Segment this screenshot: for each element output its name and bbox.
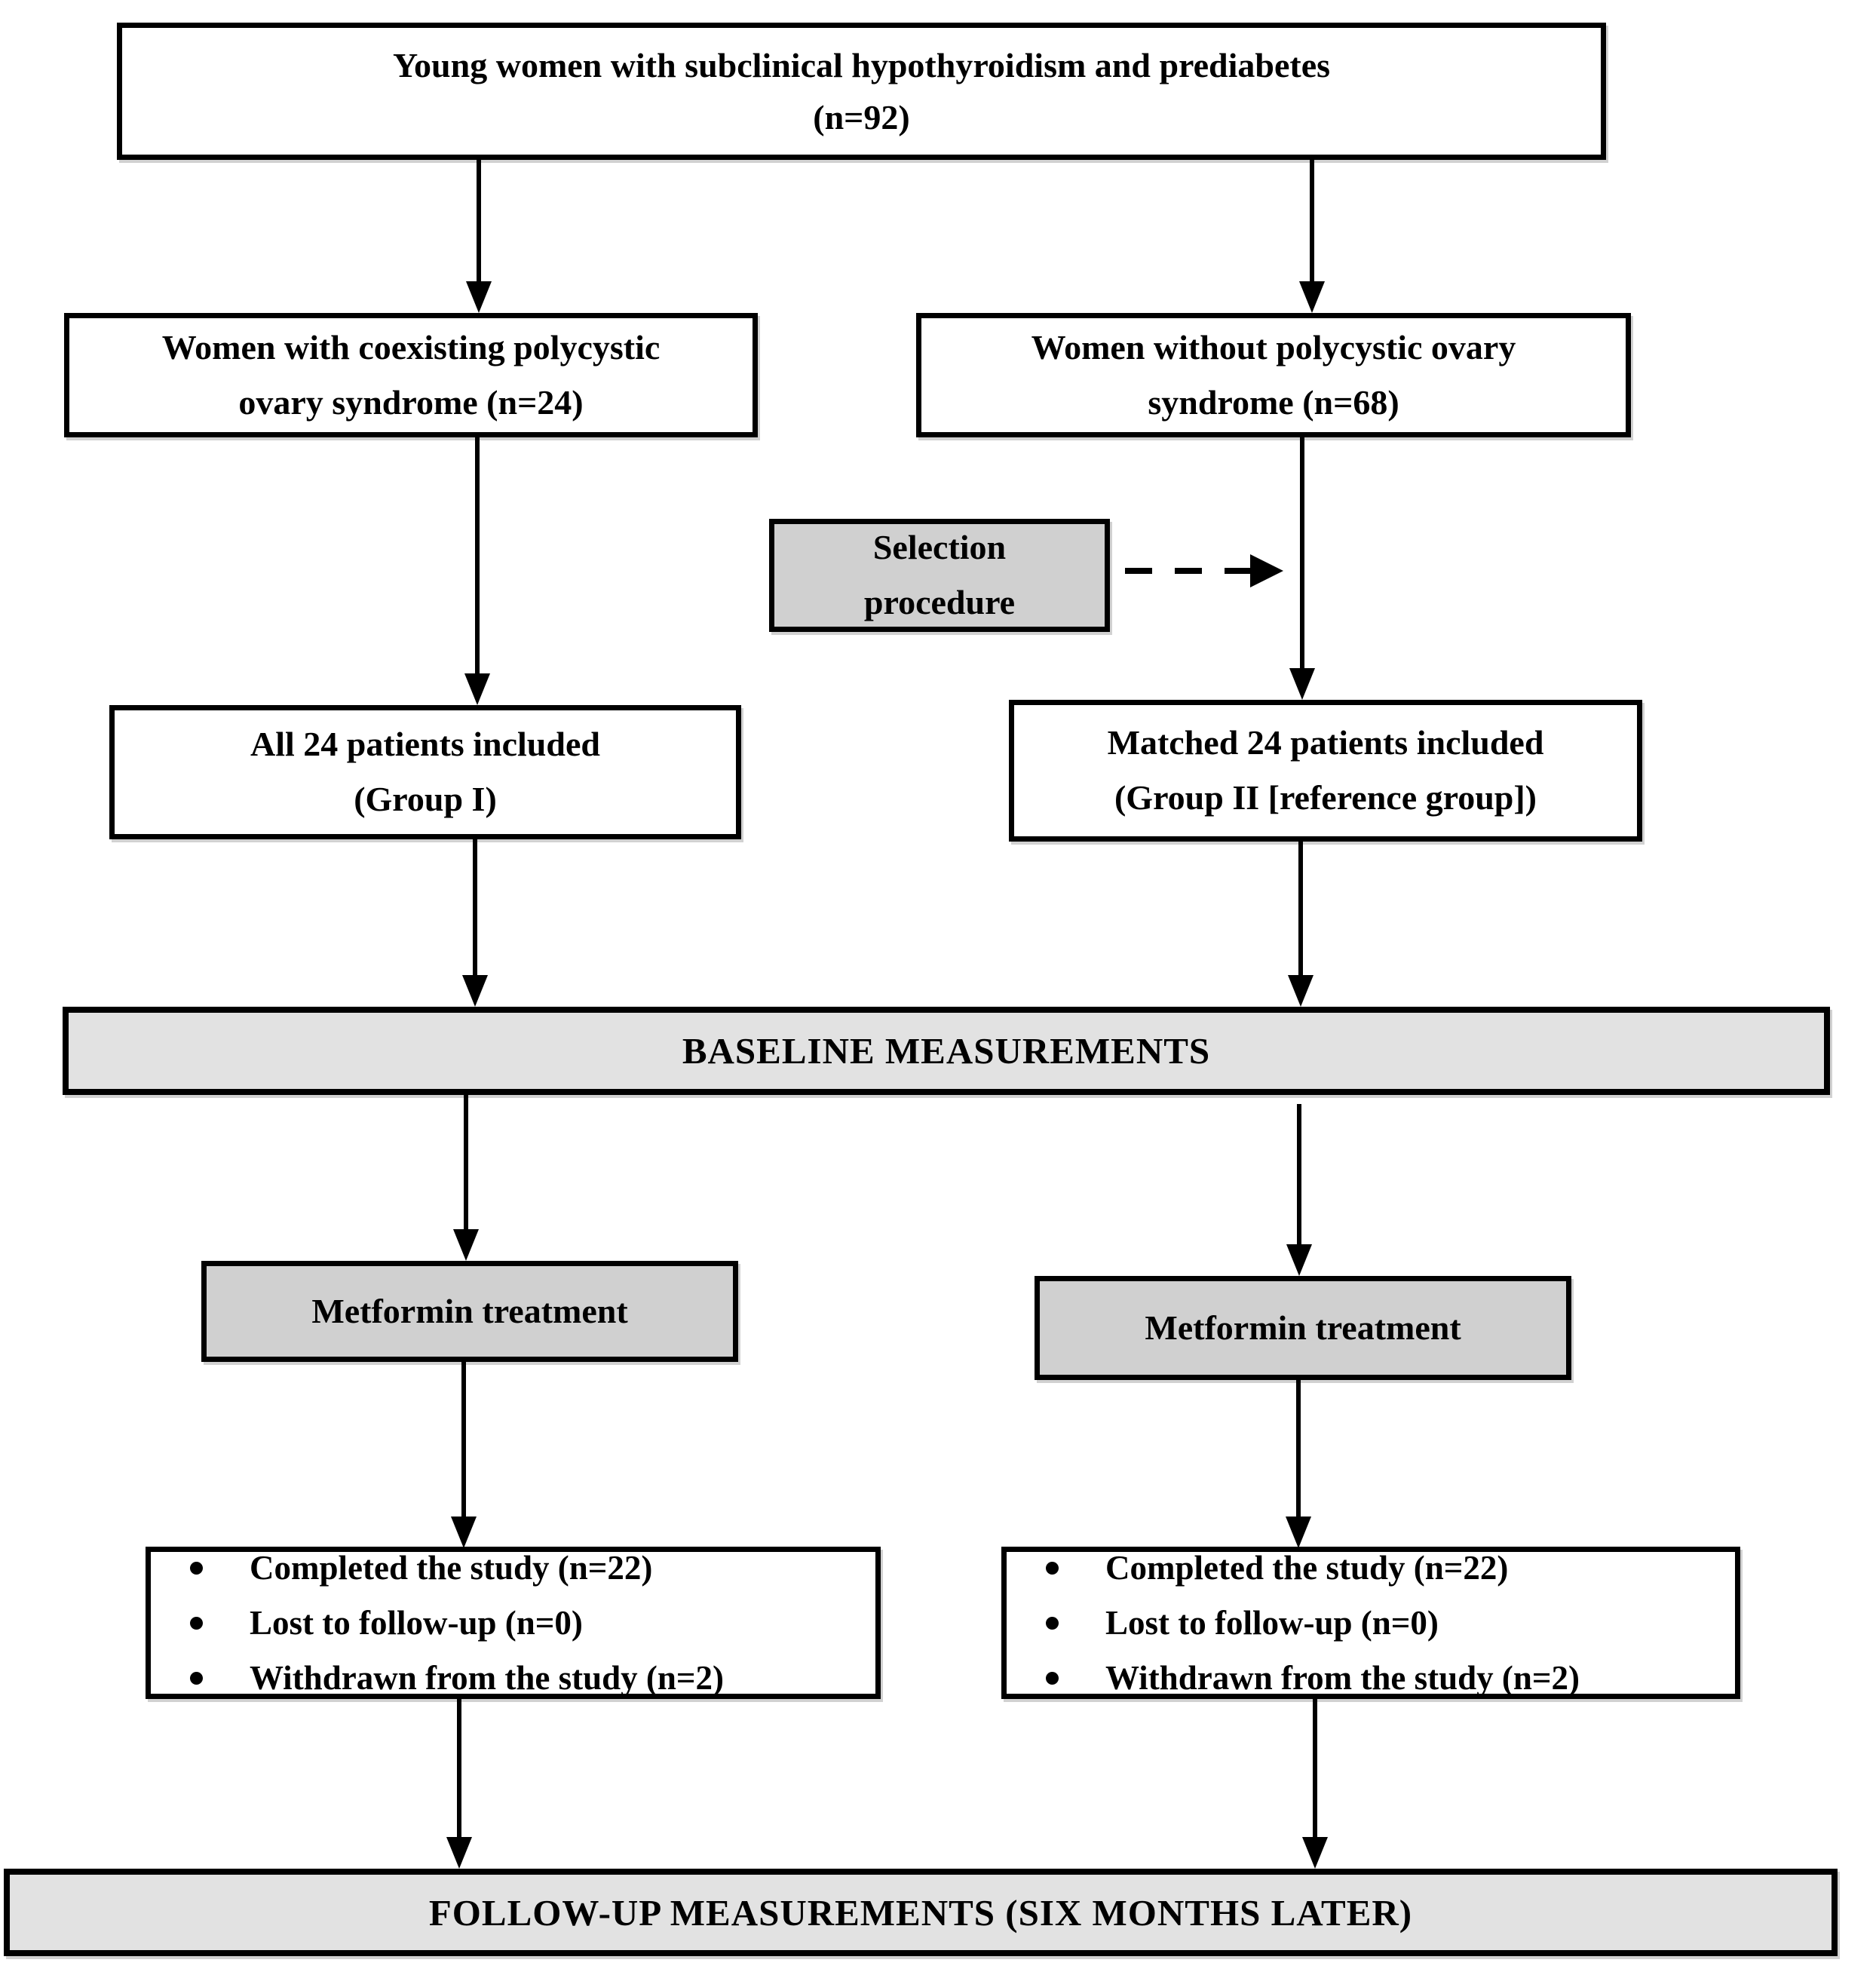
outcome-text: Completed the study (n=22): [1105, 1548, 1509, 1587]
outcome-item: Completed the study (n=22): [190, 1548, 653, 1587]
connector-metformin-to-outcomes-right: [1296, 1380, 1301, 1520]
connector-population-to-pcos: [477, 160, 481, 284]
box-selection-procedure: Selection procedure: [769, 519, 1110, 632]
arrowhead-down-icon: [464, 673, 490, 705]
connector-group2-to-baseline: [1298, 842, 1303, 978]
outcome-item: Lost to follow-up (n=0): [190, 1603, 583, 1642]
outcome-text: Completed the study (n=22): [250, 1548, 653, 1587]
arrowhead-down-icon: [1302, 1837, 1328, 1869]
arrowhead-down-icon: [1289, 668, 1315, 700]
box-with-pcos-line2: ovary syndrome (n=24): [238, 382, 584, 422]
bullet-dot-icon: [190, 1671, 203, 1685]
bullet-dot-icon: [1046, 1561, 1059, 1575]
followup-measurements-label: FOLLOW-UP MEASUREMENTS (SIX MONTHS LATER…: [428, 1891, 1413, 1934]
box-without-pcos: Women without polycystic ovary syndrome …: [916, 313, 1631, 437]
arrowhead-down-icon: [1288, 975, 1314, 1007]
outcome-text: Withdrawn from the study (n=2): [1105, 1658, 1580, 1697]
box-outcomes-left: Completed the study (n=22) Lost to follo…: [146, 1547, 881, 1699]
box-population: Young women with subclinical hypothyroid…: [117, 23, 1606, 160]
box-group1-line2: (Group I): [354, 780, 497, 818]
outcome-item: Completed the study (n=22): [1046, 1548, 1509, 1587]
baseline-measurements-bar: BASELINE MEASUREMENTS: [63, 1007, 1830, 1095]
connector-outcomes-to-followup-right: [1313, 1699, 1317, 1840]
arrowhead-down-icon: [1286, 1244, 1312, 1276]
connector-outcomes-to-followup-left: [457, 1699, 461, 1840]
metformin-left-label: Metformin treatment: [311, 1291, 628, 1330]
box-group1-line1: All 24 patients included: [250, 725, 600, 764]
bullet-dot-icon: [1046, 1671, 1059, 1685]
outcome-text: Lost to follow-up (n=0): [1105, 1603, 1439, 1642]
bullet-dot-icon: [190, 1561, 203, 1575]
arrowhead-down-icon: [1299, 281, 1325, 313]
box-metformin-right: Metformin treatment: [1035, 1276, 1571, 1380]
arrowhead-down-icon: [466, 281, 492, 313]
box-population-line2: (n=92): [813, 98, 910, 136]
connector-population-to-nopcos: [1310, 160, 1314, 284]
arrowhead-down-icon: [446, 1837, 472, 1869]
connector-baseline-to-metformin-left: [464, 1095, 468, 1231]
outcome-item: Lost to follow-up (n=0): [1046, 1603, 1439, 1642]
box-selection-line1: Selection: [872, 528, 1007, 567]
connector-group1-to-baseline: [473, 839, 477, 978]
connector-baseline-to-metformin-right: [1297, 1104, 1301, 1246]
box-selection-line2: procedure: [863, 583, 1016, 621]
box-without-pcos-line2: syndrome (n=68): [1148, 382, 1399, 422]
box-group2-line2: (Group II [reference group]): [1114, 778, 1537, 817]
arrowhead-down-icon: [1286, 1517, 1311, 1548]
box-population-line1: Young women with subclinical hypothyroid…: [392, 46, 1331, 84]
connector-metformin-to-outcomes-left: [461, 1362, 466, 1520]
followup-measurements-bar: FOLLOW-UP MEASUREMENTS (SIX MONTHS LATER…: [4, 1869, 1838, 1956]
arrowhead-down-icon: [453, 1229, 479, 1261]
outcome-item: Withdrawn from the study (n=2): [190, 1661, 724, 1695]
arrowhead-right-icon: [1250, 554, 1283, 587]
box-with-pcos-line1: Women with coexisting polycystic: [161, 327, 661, 366]
arrowhead-down-icon: [451, 1517, 477, 1548]
baseline-measurements-label: BASELINE MEASUREMENTS: [682, 1030, 1211, 1072]
box-outcomes-right: Completed the study (n=22) Lost to follo…: [1001, 1547, 1740, 1699]
box-metformin-left: Metformin treatment: [201, 1261, 738, 1362]
box-group1: All 24 patients included (Group I): [109, 705, 741, 839]
connector-nopcos-to-group2: [1300, 436, 1304, 671]
box-without-pcos-line1: Women without polycystic ovary: [1031, 327, 1516, 366]
outcome-text: Withdrawn from the study (n=2): [250, 1658, 725, 1697]
box-group2-line1: Matched 24 patients included: [1107, 723, 1544, 762]
box-with-pcos: Women with coexisting polycystic ovary s…: [64, 313, 758, 437]
outcome-text: Lost to follow-up (n=0): [250, 1603, 583, 1642]
outcome-item: Withdrawn from the study (n=2): [1046, 1661, 1580, 1695]
arrowhead-down-icon: [462, 975, 488, 1007]
connector-pcos-to-group1: [475, 436, 480, 676]
bullet-dot-icon: [1046, 1616, 1059, 1630]
metformin-right-label: Metformin treatment: [1145, 1308, 1461, 1347]
box-group2: Matched 24 patients included (Group II […: [1009, 700, 1642, 842]
dashed-connector-selection: [1125, 568, 1250, 574]
bullet-dot-icon: [190, 1616, 203, 1630]
